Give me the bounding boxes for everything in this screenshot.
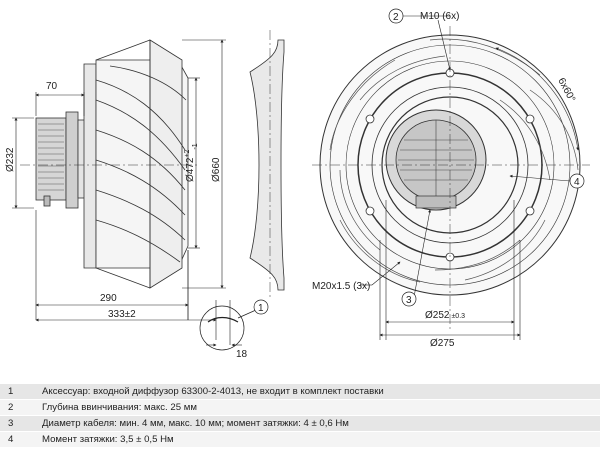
legend-table: 1 Аксессуар: входной диффузор 63300-2-40…: [0, 383, 600, 447]
svg-text:1: 1: [258, 303, 264, 314]
front-view-dimensions: [360, 15, 571, 340]
callout-4: 4: [569, 173, 585, 189]
legend-text: Глубина ввинчивания: макс. 25 мм: [42, 402, 197, 413]
technical-drawing: 70 Ø232 Ø472+2-1 Ø660 290 333±2 18 1: [5, 8, 590, 360]
svg-text:3: 3: [406, 295, 412, 306]
dim-290: 290: [100, 293, 117, 304]
legend-number: 4: [8, 434, 14, 445]
dim-660: Ø660: [211, 157, 222, 182]
motor-body: [35, 117, 67, 201]
dim-252: Ø252±0.3: [425, 310, 465, 321]
callout-1: 1: [253, 299, 269, 315]
legend-number: 1: [8, 386, 14, 397]
svg-text:4: 4: [574, 177, 580, 188]
legend-number: 3: [8, 418, 14, 429]
dim-232: Ø232: [5, 147, 16, 172]
dim-472: Ø472+2-1: [184, 143, 199, 182]
side-view-dimensions: [12, 39, 242, 347]
legend-row: 3 Диаметр кабеля: мин. 4 мм, макс. 10 мм…: [0, 415, 600, 431]
dim-333: 333±2: [108, 309, 136, 320]
legend-row: 1 Аксессуар: входной диффузор 63300-2-40…: [0, 383, 600, 399]
callout-3: 3: [401, 291, 417, 307]
m10-label: M10 (6x): [420, 11, 459, 22]
impeller: [83, 39, 189, 289]
inlet-ring: [249, 30, 285, 300]
dim-70: 70: [46, 81, 58, 92]
dim-18: 18: [236, 349, 248, 360]
detail-circle: [199, 305, 257, 351]
front-blades: [329, 38, 579, 283]
svg-text:2: 2: [393, 12, 399, 23]
legend-row: 4 Момент затяжки: 3,5 ± 0,5 Нм: [0, 431, 600, 447]
legend-text: Диаметр кабеля: мин. 4 мм, макс. 10 мм; …: [42, 418, 349, 429]
side-view: [20, 39, 200, 289]
legend-number: 2: [8, 402, 14, 413]
front-view: [312, 26, 590, 330]
motor-fins: [38, 123, 64, 191]
dim-275: Ø275: [430, 338, 455, 349]
legend-text: Момент затяжки: 3,5 ± 0,5 Нм: [42, 434, 174, 445]
m20-label: M20x1.5 (3x): [312, 281, 370, 292]
legend-text: Аксессуар: входной диффузор 63300-2-4013…: [42, 386, 384, 397]
callout-2: 2: [388, 8, 404, 24]
legend-row: 2 Глубина ввинчивания: макс. 25 мм: [0, 399, 600, 415]
